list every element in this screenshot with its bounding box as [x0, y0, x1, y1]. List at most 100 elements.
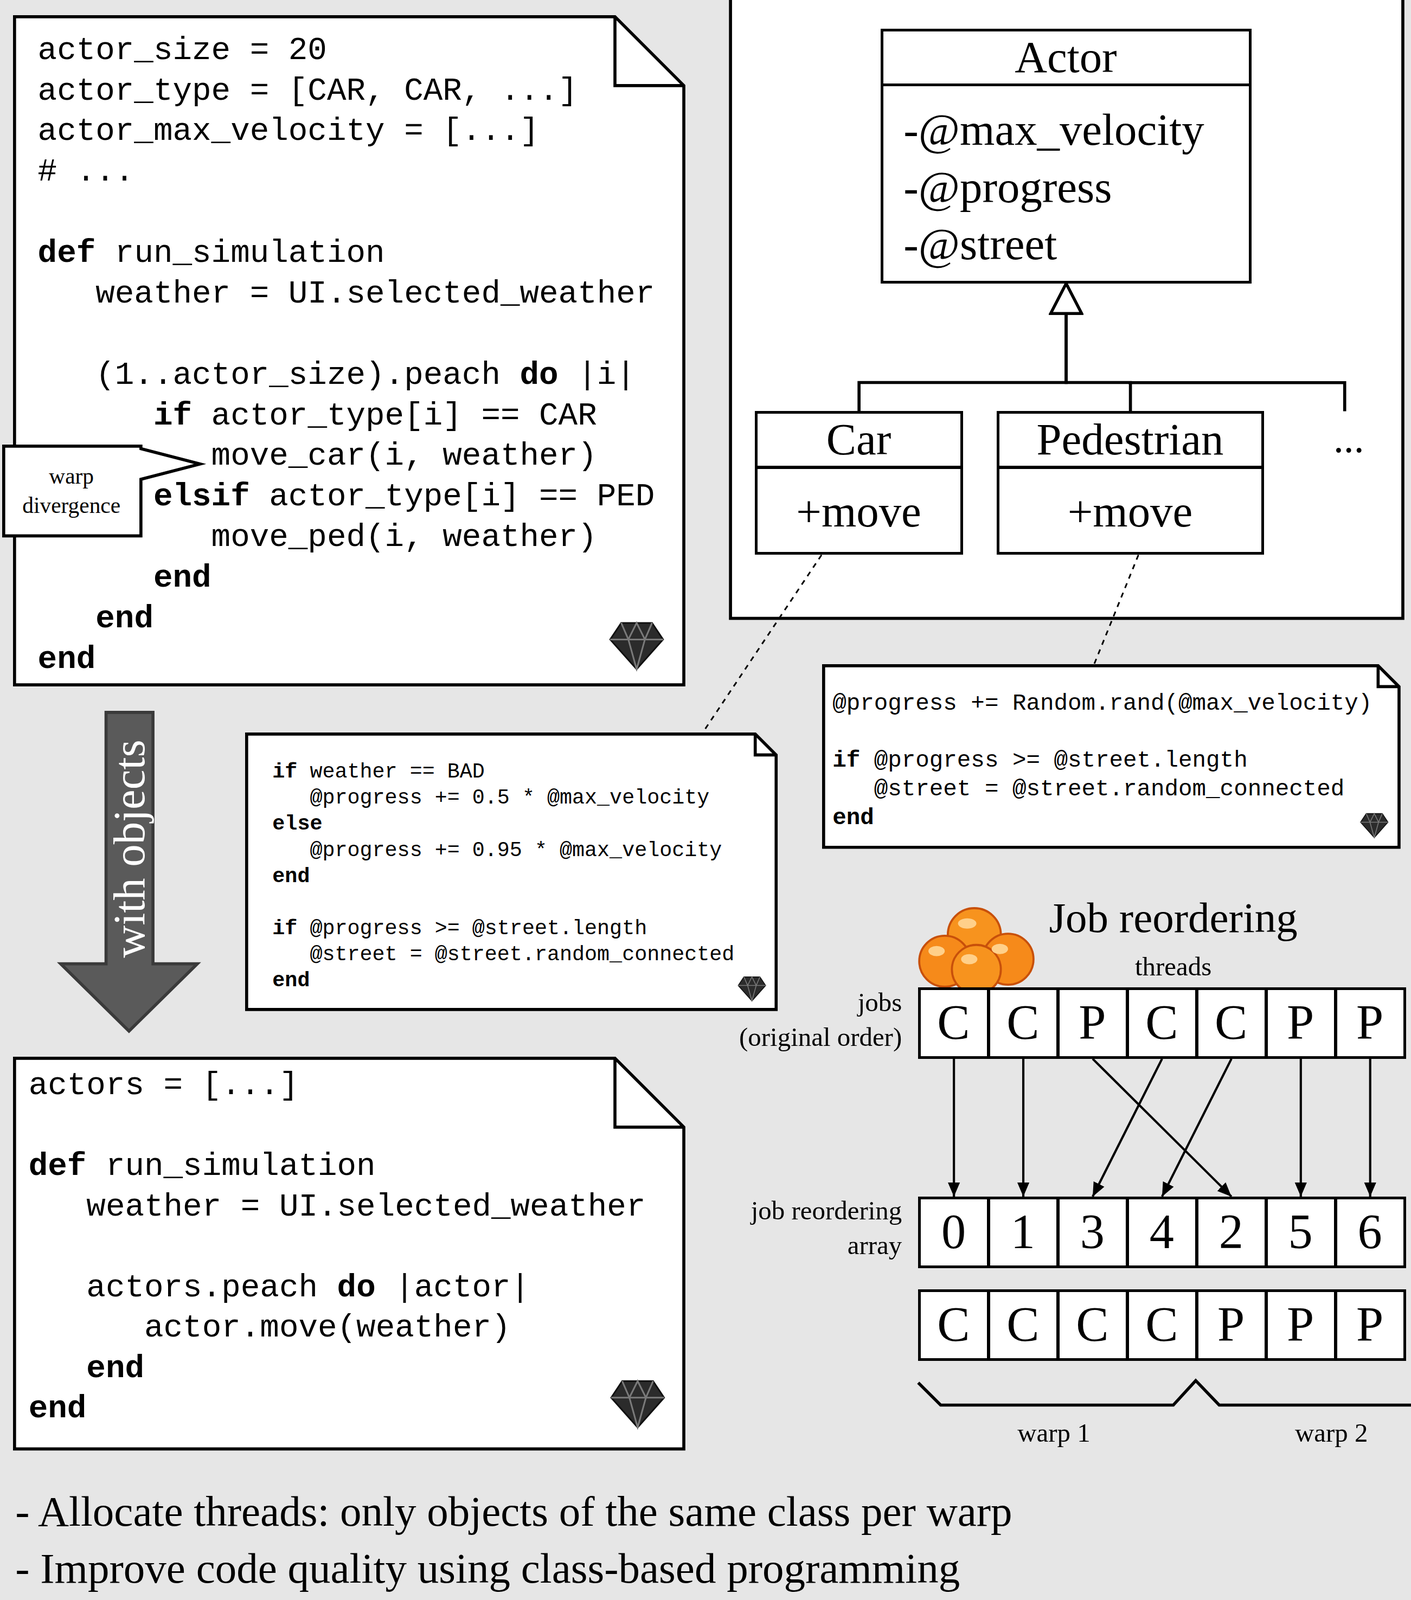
job-cell: C [1195, 987, 1268, 1060]
code-note: if weather == BAD @progress += 0.5 * @ma… [245, 732, 778, 1012]
code-line: end [28, 1389, 87, 1430]
code-line: end [832, 804, 875, 833]
inheritance-line [1066, 283, 1131, 412]
code-line: @street = @street.random_connected [272, 941, 735, 968]
code-text [37, 600, 96, 638]
class-separator [999, 465, 1262, 470]
code-text: (1..actor_size).peach [37, 357, 521, 394]
callout-text: warp divergence [10, 462, 133, 521]
code-text: run_simulation [86, 1148, 376, 1185]
callout-shape [2, 444, 203, 538]
inheritance-line [858, 283, 1067, 412]
cell-text: 1 [1010, 1207, 1036, 1257]
class-member: -@street [903, 215, 1057, 273]
job-cell: P [1056, 987, 1129, 1060]
code-line: end [28, 1349, 145, 1390]
code-line: actor_size = 20 [37, 30, 327, 72]
note-outline [14, 1058, 684, 1450]
class-member: -@progress [903, 158, 1112, 216]
code-listing: actors = [...]def run_simulation weather… [13, 1056, 686, 1451]
code-text: @street = @street.random_connected [272, 943, 735, 967]
bullet-text: - Allocate threads: only objects of the … [15, 1486, 1012, 1538]
cell-text: P [1217, 1300, 1245, 1350]
section-title: Job reordering [1048, 892, 1298, 945]
ruby-icon [611, 1381, 665, 1428]
code-text: run_simulation [95, 235, 385, 272]
cell-text: C [1006, 1300, 1039, 1350]
cell-text: 5 [1288, 1207, 1313, 1257]
code-text: actors = [...] [28, 1067, 299, 1105]
code-text [28, 1350, 87, 1388]
gem [951, 945, 1001, 994]
cell-text: C [1145, 1300, 1178, 1350]
class-member: +move [796, 483, 922, 541]
axis-label: threads [1134, 951, 1212, 984]
code-line: def run_simulation [28, 1146, 376, 1188]
job-cell: P [1334, 987, 1407, 1060]
code-line: actors.peach do |actor| [28, 1268, 530, 1310]
code-line: actor.move(weather) [28, 1308, 511, 1350]
code-text: @progress >= @street.length [860, 747, 1248, 774]
code-line: end [272, 967, 310, 994]
code-listing: actor_size = 20actor_type = [CAR, CAR, .… [13, 15, 686, 687]
code-line: (1..actor_size).peach do |i| [37, 355, 636, 397]
job-cell: 3 [1056, 1196, 1129, 1269]
cell-text: 3 [1080, 1207, 1105, 1257]
code-line: if actor_type[i] == CAR [37, 396, 598, 438]
code-line: end [37, 599, 154, 640]
arrow-outline [60, 712, 198, 1032]
cell-text: 4 [1149, 1207, 1175, 1257]
code-line: if weather == BAD [272, 759, 485, 786]
cell-text: 6 [1357, 1207, 1383, 1257]
code-text: actor_size = 20 [37, 32, 327, 69]
job-cell: P [1195, 1289, 1268, 1362]
code-keyword: end [86, 1350, 145, 1388]
row-label: job reordering array [708, 1193, 902, 1263]
cell-text: P [1078, 998, 1106, 1048]
cell-text: P [1286, 1300, 1314, 1350]
reorder-arrow [1299, 1059, 1303, 1197]
note-fold [614, 1058, 684, 1128]
code-keyword: def [37, 235, 96, 272]
code-line: weather = UI.selected_weather [37, 274, 656, 316]
class-member: +move [1067, 483, 1194, 541]
gem-highlight [991, 944, 1009, 955]
code-keyword: def [28, 1148, 87, 1185]
reorder-arrow [1092, 1059, 1232, 1197]
cell-text: C [1145, 998, 1178, 1048]
reorder-arrow [1022, 1059, 1025, 1197]
leader-line [702, 554, 822, 733]
note-fold [614, 16, 684, 86]
bullet-text: - Improve code quality using class-based… [15, 1543, 960, 1595]
code-text: actors.peach [28, 1270, 338, 1307]
code-keyword: do [337, 1270, 376, 1307]
reorder-arrow [1092, 1059, 1163, 1197]
code-keyword: end [832, 805, 875, 832]
cell-text: C [937, 1300, 970, 1350]
code-line: actor_max_velocity = [...] [37, 111, 540, 153]
reorder-arrow [952, 1059, 955, 1197]
code-line: @progress += Random.rand(@max_velocity) [832, 689, 1372, 719]
code-line: @street = @street.random_connected [832, 775, 1345, 805]
code-text: actor.move(weather) [28, 1310, 511, 1347]
code-line: @progress += 0.5 * @max_velocity [272, 785, 710, 812]
gem-cluster-icon [919, 908, 1034, 994]
code-keyword: do [520, 357, 559, 394]
job-cell: 1 [987, 1196, 1060, 1269]
code-text: actor_max_velocity = [...] [37, 113, 540, 150]
code-line: # ... [37, 152, 135, 194]
code-text [37, 398, 154, 435]
code-keyword: end [95, 600, 154, 638]
job-cell: 0 [918, 1196, 990, 1269]
inheritance-branch [1128, 382, 1345, 412]
job-cell: C [918, 1289, 990, 1362]
uml-class: Pedestrian+move [996, 411, 1265, 555]
note-outline [14, 16, 684, 685]
gem-highlight [928, 946, 945, 957]
warp-brace [918, 1380, 1411, 1406]
code-keyword: if [153, 398, 192, 435]
code-note: @progress += Random.rand(@max_velocity)i… [822, 664, 1401, 850]
note-outline [823, 665, 1400, 848]
reorder-arrow [1162, 1059, 1232, 1197]
code-text: @progress += 0.95 * @max_velocity [272, 838, 722, 863]
